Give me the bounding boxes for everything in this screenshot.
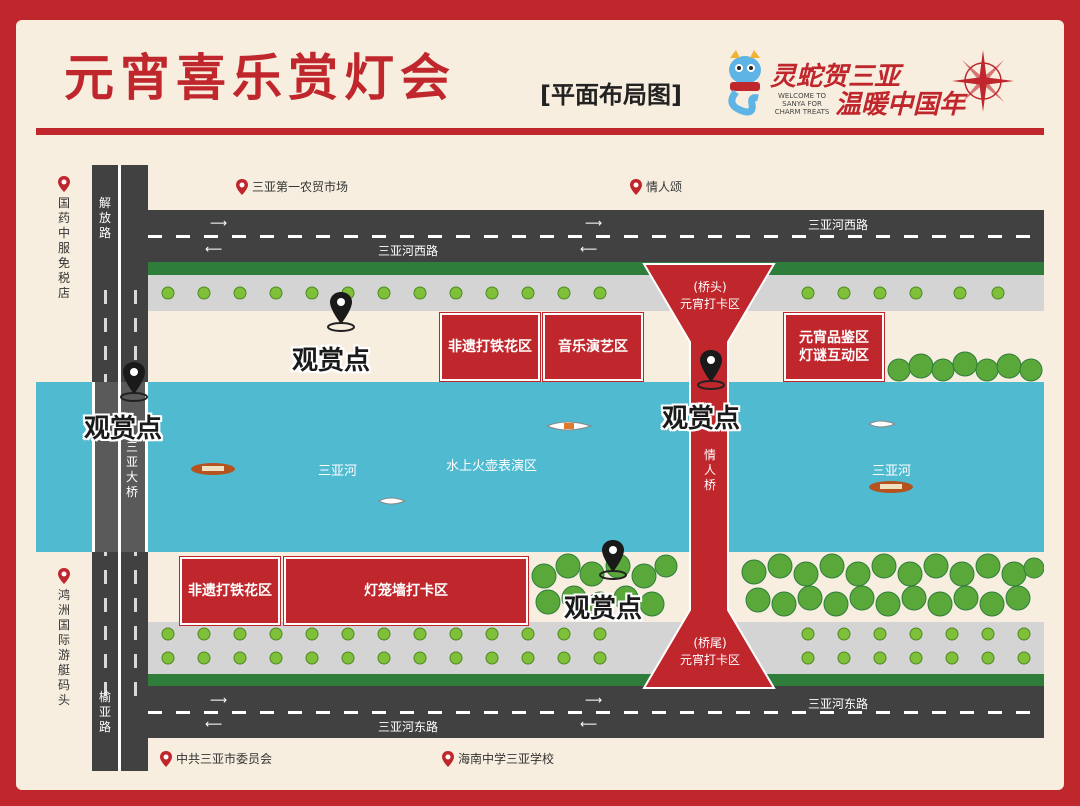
arrow-left-icon: ⟵ [205,242,223,256]
viewpoint-pin-icon [327,292,355,332]
viewpoint-label-4: 观赏点 [564,594,643,624]
top-landmark-strip [148,165,1044,210]
landmark-top-2: 情人颂 [630,178,682,195]
bottom-landmark-strip [148,738,1044,772]
arrow-right-icon: ⟶ [585,693,603,707]
road-label-west-1: 三亚河西路 [808,218,869,232]
bridge-label: 三亚大桥 [125,440,138,499]
location-pin-icon [58,176,70,192]
zone-yuanxiao-line-2: 灯谜互动区 [799,348,869,364]
viewpoint-label-2: 观赏点 [84,414,163,444]
road-label-east-1: 三亚河东路 [808,697,869,711]
arrow-left-icon: ⟵ [580,717,598,731]
bridge-tail-line-1: (桥尾) [693,636,727,650]
arrow-left-icon: ⟵ [205,717,223,731]
viewpoint-label-1: 观赏点 [292,346,371,376]
road-label-east-2: 三亚河东路 [378,720,439,734]
location-pin-icon [160,750,172,767]
bridge-centerline [118,382,121,552]
road-label-jiefang: 解放路 [98,196,111,240]
speedboat-icon [378,497,406,505]
south-walkway-trees [161,627,1031,665]
viewpoint-pin-icon [697,350,725,390]
landmark-bottom-1: 中共三亚市委员会 [160,750,272,767]
bridge-head-line-1: (桥头) [693,280,727,294]
landmark-label: 情人颂 [646,180,683,194]
arrow-left-icon: ⟵ [580,242,598,256]
river-label-right: 三亚河 [872,464,912,479]
location-pin-icon [630,178,642,195]
landmark-label: 三亚第一农贸市场 [252,180,349,194]
slogan-line-1: 灵蛇贺三亚 [770,62,901,92]
bridge-tail-line-2: 元宵打卡区 [679,653,740,667]
page-title: 元宵喜乐赏灯会 [64,49,456,107]
lovers-bridge [642,263,776,689]
bridge-head-line-2: 元宵打卡区 [679,297,740,311]
river-show-zone-label: 水上火壶表演区 [446,459,538,474]
north-lawn-strip [148,262,1044,275]
speedboat-icon [868,420,896,428]
page-subtitle: [平面布局图] [540,81,682,109]
zone-tiehua-south: 非遗打铁花区 [180,557,280,625]
bridge-name-label: 情人桥 [703,448,716,492]
river-label-left: 三亚河 [318,464,358,479]
road-label-west-2: 三亚河西路 [378,244,439,258]
landmark-bottom-2: 海南中学三亚学校 [442,750,554,767]
zone-music: 音乐演艺区 [543,313,643,381]
zone-yuanxiao-line-1: 元宵品鉴区 [799,330,869,346]
top-road-centerline [148,235,1044,238]
landmark-left-bottom: 鸿洲国际游艇码头 [57,588,70,707]
landmark-label: 中共三亚市委员会 [176,752,273,766]
boat-icon [191,463,235,475]
landmark-label: 海南中学三亚学校 [458,752,555,766]
arrow-right-icon: ⟶ [585,216,603,230]
road-label-yuya: 榆亚路 [98,690,111,734]
location-pin-icon [236,178,248,195]
snake-mascot-icon [728,50,761,116]
header-divider [36,128,1044,135]
zone-yuanxiao: 元宵品鉴区 灯谜互动区 [784,313,884,381]
landmark-left-top: 国药中服免税店 [57,196,70,300]
landmark-top-1: 三亚第一农贸市场 [236,178,348,195]
viewpoint-pin-icon [599,540,627,580]
north-tree-cluster [887,351,1043,382]
slogan-line-2: 温暖中国年 [835,90,966,120]
welcome-text: WELCOME TO SANYA FOR CHARM TREATS [774,92,830,116]
boat-icon [869,481,913,493]
zone-lantern-wall: 灯笼墙打卡区 [284,557,528,625]
arrow-right-icon: ⟶ [210,216,228,230]
compass-icon [952,50,1014,112]
location-pin-icon [442,750,454,767]
viewpoint-pin-icon [120,362,148,402]
viewpoint-label-3: 观赏点 [662,404,741,434]
speedboat-icon [546,421,592,431]
zone-tiehua-north: 非遗打铁花区 [440,313,540,381]
location-pin-icon [58,568,70,584]
arrow-right-icon: ⟶ [210,693,228,707]
south-tree-cluster-right [741,553,1044,617]
bottom-road-centerline [148,711,1044,714]
north-walkway-trees [161,286,1005,300]
south-lawn-strip [148,674,1044,686]
